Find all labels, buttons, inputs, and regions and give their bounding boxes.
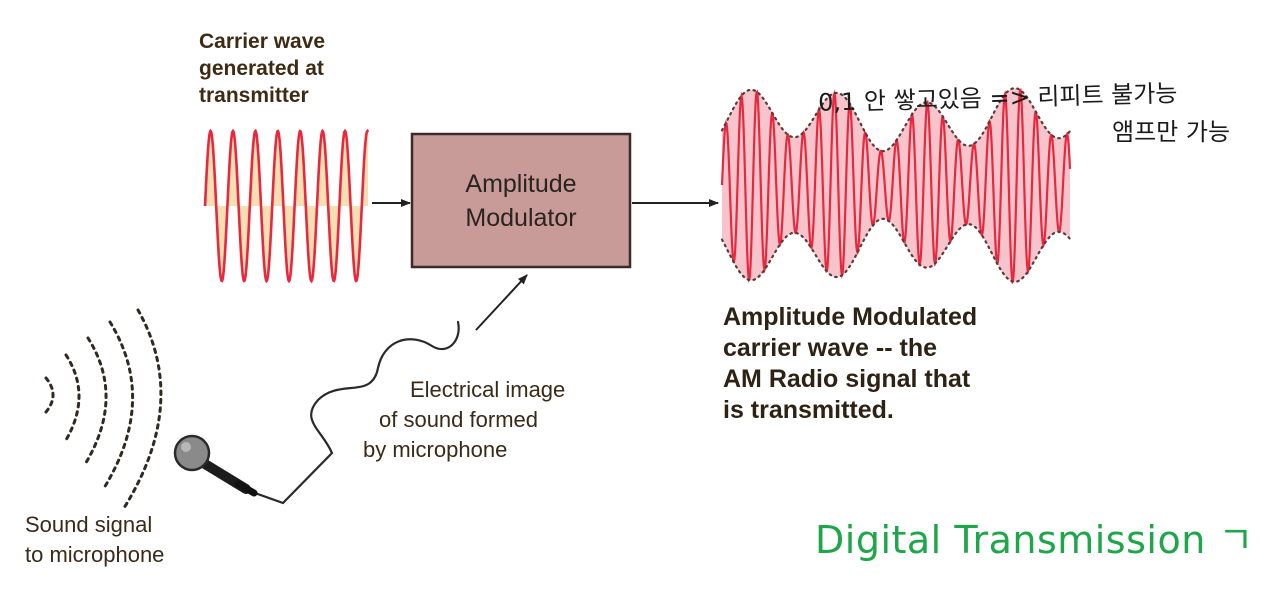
handwritten-note-line2: 앰프만 가능: [1112, 118, 1231, 146]
carrier-wave-fill: [205, 131, 368, 281]
modulator-label-line: Amplitude: [465, 169, 577, 198]
carrier-wave-line: [203, 128, 370, 284]
am-envelope-top: [720, 87, 1072, 153]
electrical-image-label-line: of sound formed: [379, 407, 538, 432]
sound-signal-label: Sound signal to microphone: [25, 510, 164, 570]
sound-signal-label-line: to microphone: [25, 542, 165, 567]
am-output-label-line: Amplitude Modulated: [723, 303, 978, 331]
digital-transmission-caption: Digital Transmission ㄱ: [815, 518, 1254, 562]
am-output-label-line: carrier wave -- the: [723, 334, 937, 362]
sound-signal-label-line: Sound signal: [25, 512, 153, 537]
carrier-wave-graphic: [203, 128, 370, 284]
am-output-label-line: AM Radio signal that: [723, 365, 971, 393]
am-output-label-line: is transmitted.: [723, 396, 894, 424]
carrier-wave-label-line: Carrier wave: [199, 30, 326, 53]
modulator-label-line: Modulator: [465, 203, 577, 232]
electrical-signal-cable: [250, 320, 460, 505]
modulator-label: Amplitude Modulator: [412, 134, 630, 267]
sound-waves-icon: [44, 308, 163, 510]
am-output-label: Amplitude Modulated carrier wave -- the …: [723, 302, 977, 426]
am-envelope-bottom: [720, 217, 1072, 283]
microphone-icon: [173, 434, 258, 497]
electrical-image-label-line: Electrical image: [410, 377, 566, 402]
carrier-wave-label-line: transmitter: [199, 84, 309, 107]
arrow-signal-to-modulator: [475, 274, 528, 331]
carrier-wave-label-line: generated at: [199, 57, 324, 80]
electrical-image-label: Electrical image of sound formed by micr…: [363, 375, 565, 465]
electrical-image-label-line: by microphone: [363, 437, 508, 462]
carrier-wave-label: Carrier wave generated at transmitter: [199, 28, 325, 109]
amplitude-modulator-box: [410, 132, 632, 269]
am-wave-graphic: [720, 87, 1072, 285]
